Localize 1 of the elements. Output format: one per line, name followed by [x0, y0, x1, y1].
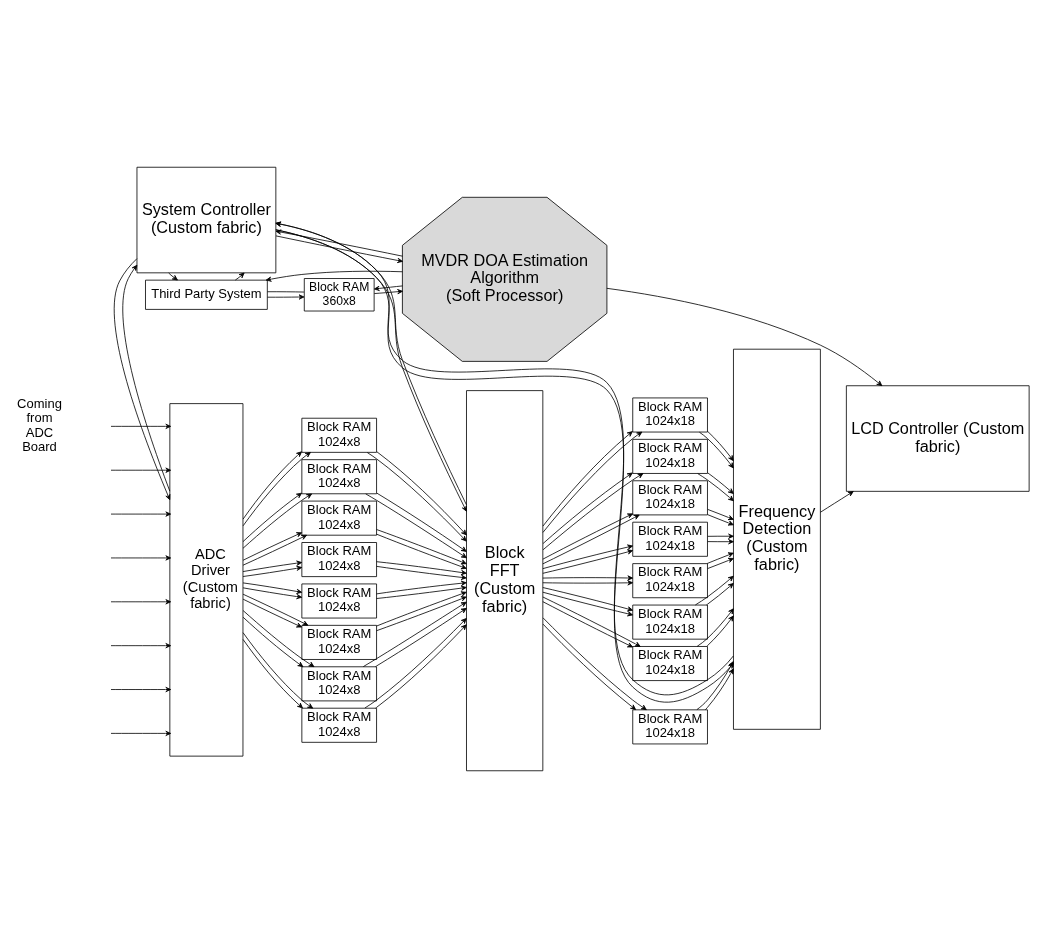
label: Coming from ADC Board — [17, 395, 62, 455]
